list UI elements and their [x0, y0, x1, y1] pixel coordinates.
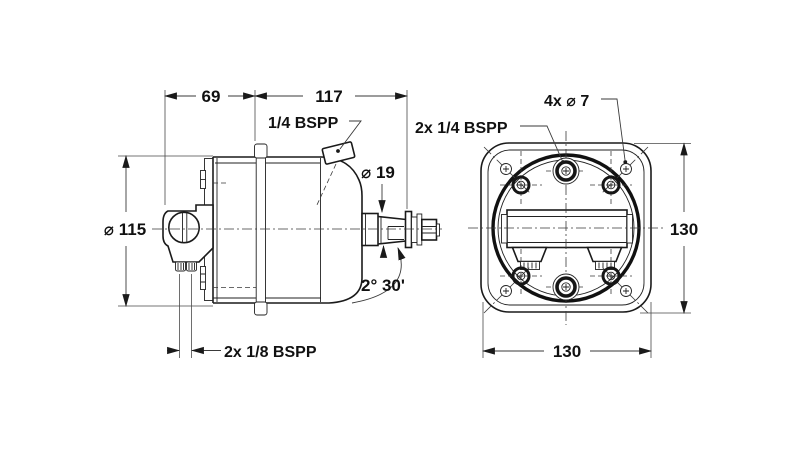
dim-body-diameter: ⌀ 115 — [104, 154, 213, 308]
dim-taper-angle: 2° 30' — [351, 246, 406, 304]
dim-130-height: 130 — [670, 220, 698, 239]
dim-2deg30: 2° 30' — [361, 276, 405, 295]
corner-mount-holes — [500, 163, 632, 297]
pump-body-side — [212, 156, 363, 304]
bottom-port-stubs — [175, 261, 197, 272]
callout-fill-port: 1/4 BSPP — [268, 115, 362, 153]
dim-bottom-ports: 2x 1/8 BSPP — [167, 274, 317, 361]
washer — [404, 210, 413, 249]
clevis-bracket — [162, 204, 214, 272]
front-port-top — [552, 157, 580, 185]
side-view — [152, 141, 442, 316]
label-front-ports: 2x 1/4 BSPP — [415, 120, 508, 137]
dimensions: 69 117 ⌀ 115 1/4 BSPP ⌀ 19 2° 30' — [104, 87, 698, 361]
front-port-bottom — [552, 273, 580, 301]
threaded-holes — [511, 175, 621, 286]
mounting-bar — [501, 209, 633, 249]
clevis-hole — [168, 211, 201, 244]
dim-130-width: 130 — [553, 342, 581, 361]
label-fill-port: 1/4 BSPP — [268, 115, 339, 132]
filler-cap — [315, 141, 356, 208]
dim-flange-height: 130 — [634, 142, 698, 315]
shaft-assembly — [361, 210, 440, 249]
dim-117: 117 — [315, 87, 342, 106]
dim-69: 69 — [202, 87, 221, 106]
vertical-rod — [254, 143, 268, 316]
label-mount-holes: 4x ⌀ 7 — [544, 93, 589, 110]
shaft-nut — [420, 218, 440, 241]
callout-front-ports: 2x 1/4 BSPP — [415, 120, 565, 164]
dim-115: ⌀ 115 — [104, 220, 146, 239]
front-view — [468, 131, 664, 325]
dim-shaft-diameter: ⌀ 19 — [361, 163, 395, 258]
dim-flange-width: 130 — [481, 302, 653, 361]
dim-top-widths: 69 117 — [163, 87, 409, 209]
callout-mount-holes: 4x ⌀ 7 — [544, 93, 628, 164]
dim-19: ⌀ 19 — [361, 163, 395, 182]
label-bottom-ports: 2x 1/8 BSPP — [224, 344, 317, 361]
hose-fittings — [511, 246, 623, 270]
